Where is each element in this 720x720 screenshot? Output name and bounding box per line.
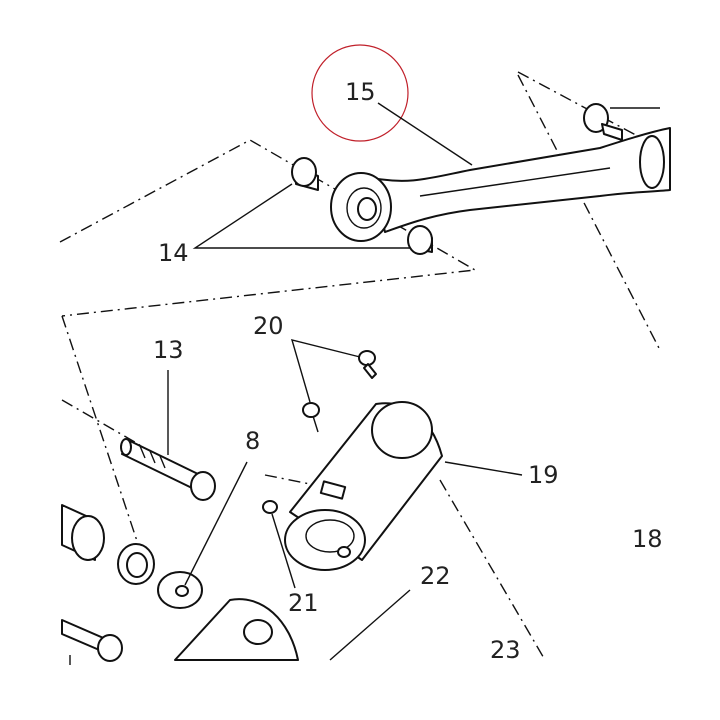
leader-8 bbox=[184, 461, 248, 586]
bolt-thread bbox=[139, 445, 166, 469]
bolt-tip bbox=[120, 438, 132, 456]
screw-b-head bbox=[358, 350, 376, 366]
nut-part bbox=[262, 500, 278, 514]
callout-22: 22 bbox=[420, 562, 451, 590]
screw-a-head bbox=[302, 402, 320, 418]
bolt-part bbox=[120, 438, 216, 501]
leader-22 bbox=[329, 589, 411, 661]
housing-detent bbox=[337, 546, 351, 558]
seal-ring-inner bbox=[126, 552, 148, 578]
control-arm-part bbox=[330, 127, 671, 242]
alignment-line-right bbox=[517, 74, 661, 351]
sleeve-lower-flange bbox=[407, 225, 433, 255]
left-bearing-parts bbox=[61, 504, 123, 665]
leader-14 bbox=[192, 183, 410, 249]
control-arm-body bbox=[371, 127, 671, 233]
callout-19: 19 bbox=[528, 461, 559, 489]
callout-labels: 15 14 20 13 8 19 18 21 22 23 bbox=[153, 78, 663, 664]
sleeve-far-body bbox=[601, 123, 623, 141]
highlight-ring bbox=[311, 44, 409, 142]
callout-20: 20 bbox=[253, 312, 284, 340]
leader-lines bbox=[167, 102, 523, 661]
bearing-face bbox=[71, 515, 105, 561]
control-arm-ridge bbox=[419, 167, 611, 197]
leader-15 bbox=[377, 102, 473, 166]
link-plate-part bbox=[174, 598, 299, 661]
control-arm-bushing-outer bbox=[346, 187, 382, 229]
bolt-shank bbox=[121, 439, 199, 489]
alignment-line-bottom bbox=[439, 479, 546, 661]
bottom-bolt-head bbox=[97, 634, 123, 662]
callout-15: 15 bbox=[345, 78, 376, 106]
washer-parts bbox=[117, 543, 203, 609]
screw-a-shank bbox=[312, 415, 319, 433]
housing-top-face bbox=[371, 401, 433, 459]
washer-hole bbox=[175, 585, 189, 597]
leader-21 bbox=[271, 513, 296, 589]
callout-18: 18 bbox=[632, 525, 663, 553]
callout-14: 14 bbox=[158, 239, 189, 267]
sleeve-upper-flange bbox=[291, 157, 317, 187]
leader-20 bbox=[290, 339, 361, 403]
housing-part bbox=[284, 401, 443, 571]
bolt-head bbox=[190, 471, 216, 501]
sleeve-parts bbox=[291, 103, 660, 255]
callout-8: 8 bbox=[245, 427, 260, 455]
control-arm-bushing-inner bbox=[357, 197, 377, 221]
callout-23: 23 bbox=[490, 636, 521, 664]
screw-parts bbox=[302, 350, 377, 433]
control-arm-far-eye bbox=[639, 135, 665, 189]
housing-bore-inner bbox=[305, 519, 355, 553]
callout-13: 13 bbox=[153, 336, 184, 364]
screw-b-shank bbox=[363, 363, 377, 379]
link-plate-hole bbox=[243, 619, 273, 645]
callout-21: 21 bbox=[288, 589, 319, 617]
leader-19 bbox=[444, 461, 523, 476]
alignment-line-bolt bbox=[61, 399, 141, 446]
housing-slot bbox=[319, 480, 347, 500]
